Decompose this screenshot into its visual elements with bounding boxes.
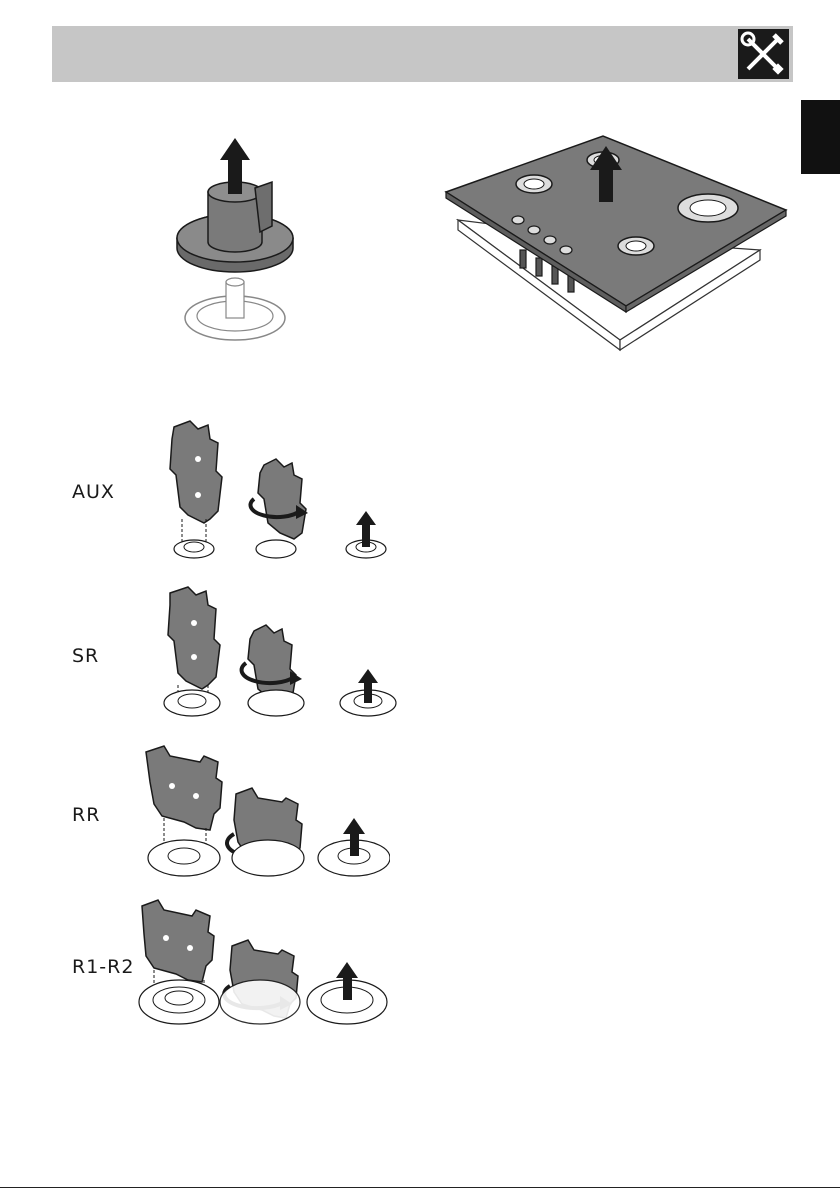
burner-label-rr: RR [72,804,100,826]
burner-label-sr: SR [72,645,99,667]
burner-label-aux: AUX [72,481,115,503]
aux-burner-figure [160,415,390,567]
header-bar [52,26,793,82]
knob-removal-figure [160,130,310,354]
tools-icon [738,29,789,79]
bottom-rule [0,1187,840,1188]
sr-burner-figure [160,585,400,724]
rr-burner-figure [140,742,390,888]
section-tab [801,100,840,174]
burner-label-r1-r2: R1-R2 [72,956,134,978]
r1-r2-burner-figure [132,898,392,1032]
hob-top-removal-figure [440,130,790,359]
